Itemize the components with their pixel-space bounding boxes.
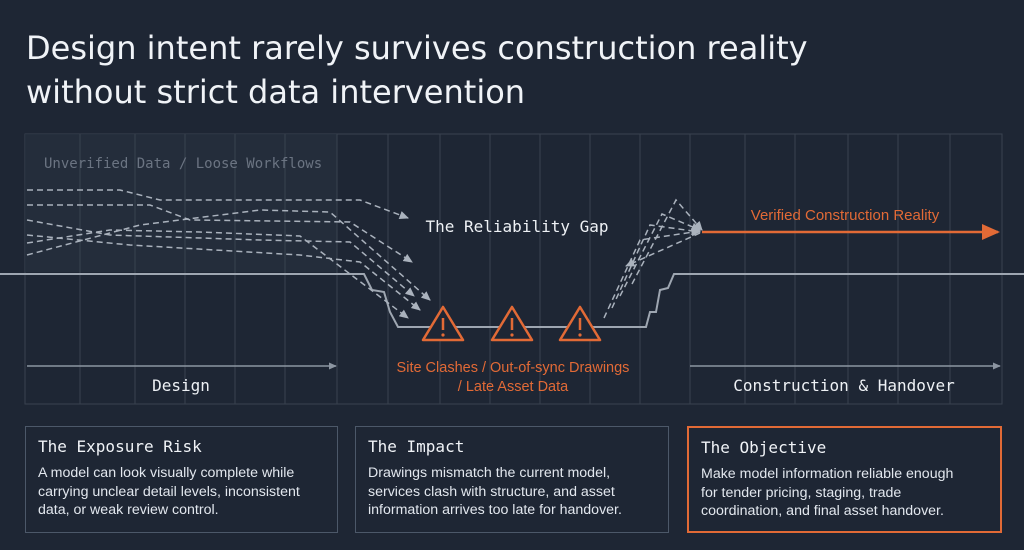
card-exposure-risk: The Exposure Risk A model can look visua… <box>25 426 338 533</box>
card-line: Drawings mismatch the current model, <box>368 465 611 481</box>
unverified-label: Unverified Data / Loose Workflows <box>44 156 322 172</box>
converge-arrow-3 <box>619 213 701 297</box>
reliability-gap-label: The Reliability Gap <box>425 217 608 236</box>
card-line: services clash with structure, and asset <box>368 483 615 500</box>
card-title: The Impact <box>368 437 465 456</box>
card-title: The Exposure Risk <box>38 437 202 456</box>
warning-triangle-icon <box>490 305 534 342</box>
grid <box>24 133 1003 405</box>
card-line: data, or weak review control. <box>38 502 219 518</box>
converge-arrow-5 <box>625 232 701 267</box>
converge-arrow-1 <box>603 228 702 319</box>
card-body: Drawings mismatch the current model, ser… <box>368 464 656 520</box>
verified-label: Verified Construction Reality <box>751 207 940 224</box>
clash-label-line-2: / Late Asset Data <box>458 379 569 395</box>
card-title: The Objective <box>701 438 827 457</box>
dashed-arrow-1 <box>27 189 409 219</box>
dashed-arrow-3 <box>26 219 415 297</box>
card-line: for tender pricing, staging, trade <box>701 484 902 501</box>
card-line: information arrives too late for handove… <box>368 502 622 518</box>
page-title: Design intent rarely survives constructi… <box>26 26 808 114</box>
card-line: A model can look visually complete while <box>38 465 295 481</box>
dashed-arrow-4 <box>26 234 421 311</box>
card-line: Make model information reliable enough <box>701 466 954 482</box>
unverified-zone <box>25 134 337 272</box>
card-impact: The Impact Drawings mismatch the current… <box>355 426 669 533</box>
phase-construction-label: Construction & Handover <box>733 376 955 395</box>
card-body: Make model information reliable enough f… <box>701 465 988 521</box>
warning-triangle-icon <box>421 305 465 342</box>
reliability-gap-diagram: Unverified Data / Loose Workflows The Re… <box>0 133 1024 405</box>
warning-icons <box>421 305 602 342</box>
card-line: carrying unclear detail levels, inconsis… <box>38 483 300 500</box>
clash-label-line-1: Site Clashes / Out-of-sync Drawings <box>397 360 630 376</box>
card-objective: The Objective Make model information rel… <box>687 426 1002 533</box>
phase-design-label: Design <box>152 376 210 395</box>
card-line: coordination, and final asset handover. <box>701 503 944 519</box>
dashed-arrow-6 <box>26 229 409 319</box>
title-line-2: without strict data intervention <box>26 73 526 111</box>
converge-arrow-2 <box>611 224 702 309</box>
title-line-1: Design intent rarely survives constructi… <box>26 29 808 67</box>
converge-arrow-4 <box>631 198 703 285</box>
unverified-dashed-arrows <box>26 189 431 319</box>
card-body: A model can look visually complete while… <box>38 464 325 520</box>
dashed-arrow-2 <box>27 204 413 263</box>
converging-dashed-arrows <box>603 198 703 319</box>
warning-triangle-icon <box>558 305 602 342</box>
dashed-arrow-5 <box>26 209 431 301</box>
